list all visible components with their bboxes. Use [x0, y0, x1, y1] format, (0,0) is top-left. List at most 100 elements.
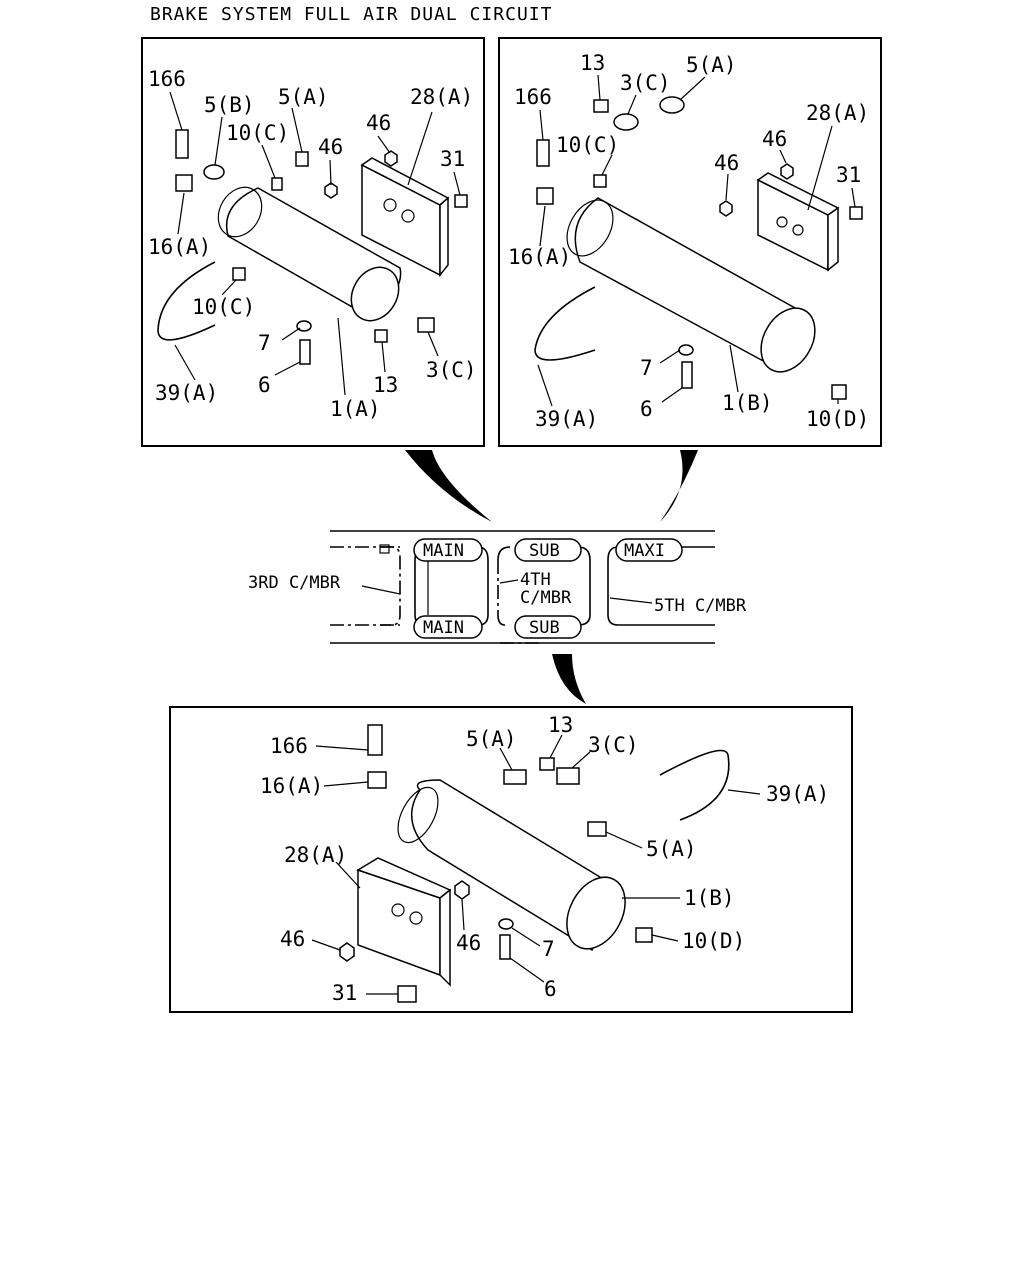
valve-3c-icon [556, 767, 580, 785]
panel-left-frame [141, 37, 485, 447]
label-4th-crossmember-line1: 4TH [520, 570, 551, 590]
tag-sub-top [514, 538, 582, 562]
mounting-bracket [756, 172, 840, 272]
tag-main-top-label: MAIN [423, 541, 464, 561]
pointer-arrow-icon [405, 450, 492, 522]
callout-label: 3(C) [588, 733, 639, 757]
nut-46-icon [780, 163, 794, 180]
callout-label: 31 [440, 147, 465, 171]
label-3rd-crossmember: 3RD C/MBR [248, 573, 341, 593]
callout-label: 46 [456, 931, 481, 955]
label-4th-crossmember-line2: C/MBR [520, 588, 572, 608]
callout-label: 13 [548, 713, 573, 737]
tag-sub-top-label: SUB [529, 541, 560, 561]
washer-7-icon [678, 344, 694, 356]
callout-label: 39(A) [766, 782, 829, 806]
air-line [659, 749, 730, 821]
fitting-13-icon [593, 99, 609, 113]
panel-bottom: 166 5(A) 13 3(C) 16(A) 39(A) 5(A) 28(A) … [169, 706, 853, 1013]
nut-46-icon [384, 150, 398, 167]
tag-maxi-label: MAXI [624, 541, 665, 561]
drain-valve-6-icon [681, 361, 693, 389]
callout-label: 16(A) [260, 774, 323, 798]
bolt-31-icon [849, 206, 863, 220]
air-tank [217, 186, 402, 322]
fitting-13-icon [374, 329, 388, 343]
callout-label: 46 [280, 927, 305, 951]
callout-label: 10(C) [556, 133, 619, 157]
callout-label: 1(B) [684, 886, 735, 910]
fitting-13-icon [539, 757, 555, 771]
callout-label: 10(C) [192, 295, 255, 319]
pointer-arrow-icon [660, 450, 698, 522]
fitting-5a-icon [295, 151, 309, 167]
washer-7-icon [498, 918, 514, 930]
fitting-10d-icon [831, 384, 847, 400]
label-5th-crossmember: 5TH C/MBR [654, 596, 747, 616]
callout-label: 5(A) [686, 53, 737, 77]
air-line [534, 286, 596, 361]
callout-label: 13 [373, 373, 398, 397]
callout-label: 28(A) [410, 85, 473, 109]
fitting-16a-icon [175, 174, 193, 192]
callout-label: 28(A) [284, 843, 347, 867]
callout-label: 5(B) [204, 93, 255, 117]
fitting-16a-icon [536, 187, 554, 205]
fitting-16a-icon [367, 771, 387, 789]
callout-label: 166 [514, 85, 552, 109]
tag-maxi [615, 538, 683, 562]
callout-label: 166 [148, 67, 186, 91]
callout-label: 28(A) [806, 101, 869, 125]
fitting-166-icon [367, 724, 383, 756]
valve-5a-icon [659, 96, 685, 114]
callout-label: 6 [640, 397, 653, 421]
panel-left: 166 5(B) 5(A) 28(A) 10(C) 46 46 31 16(A)… [141, 37, 485, 447]
callout-label: 31 [836, 163, 861, 187]
air-tank [397, 779, 626, 952]
tag-main-bottom [413, 615, 483, 639]
air-line [157, 261, 216, 341]
panel-right: 13 5(A) 3(C) 166 28(A) 10(C) 46 46 31 16… [498, 37, 882, 447]
callout-label: 13 [580, 51, 605, 75]
callout-label: 10(C) [226, 121, 289, 145]
tag-main-top [413, 538, 483, 562]
callout-label: 39(A) [155, 381, 218, 405]
callout-label: 46 [366, 111, 391, 135]
nut-46-icon [719, 200, 733, 217]
callout-label: 10(D) [682, 929, 745, 953]
tag-sub-bottom [514, 615, 582, 639]
callout-label: 7 [542, 937, 555, 961]
diagram-title: BRAKE SYSTEM FULL AIR DUAL CIRCUIT [150, 4, 552, 25]
frame-location-diagram: MAIN MAIN SUB SUB MAXI 3RD C/MBR 4TH C/M… [248, 530, 747, 644]
bolt-31-icon [454, 194, 468, 208]
callout-label: 5(A) [646, 837, 697, 861]
callout-label: 16(A) [508, 245, 571, 269]
callout-label: 6 [258, 373, 271, 397]
callout-label: 5(A) [466, 727, 517, 751]
fitting-10c-icon [232, 267, 246, 281]
tag-sub-bottom-label: SUB [529, 618, 560, 638]
washer-7-icon [296, 320, 312, 332]
bolt-31-icon [397, 985, 417, 1003]
drain-valve-6-icon [499, 934, 511, 960]
valve-3c-icon [417, 317, 435, 333]
callout-label: 31 [332, 981, 357, 1005]
tag-main-bottom-label: MAIN [423, 618, 464, 638]
valve-5a-icon [587, 821, 607, 837]
callout-label: 7 [258, 331, 271, 355]
callout-label: 6 [544, 977, 557, 1001]
nut-46-icon [339, 942, 355, 962]
callout-label: 3(C) [426, 358, 477, 382]
callout-label: 7 [640, 356, 653, 380]
callout-label: 39(A) [535, 407, 598, 431]
panel-bottom-frame [169, 706, 853, 1013]
drain-valve-6-icon [299, 339, 311, 365]
mounting-bracket [356, 857, 452, 987]
panel-right-frame [498, 37, 882, 447]
fitting-166-icon [175, 129, 189, 159]
fitting-10c-icon [593, 174, 607, 188]
pointer-arrow-icon [552, 654, 586, 704]
callout-label: 10(D) [806, 407, 869, 431]
callout-label: 166 [270, 734, 308, 758]
